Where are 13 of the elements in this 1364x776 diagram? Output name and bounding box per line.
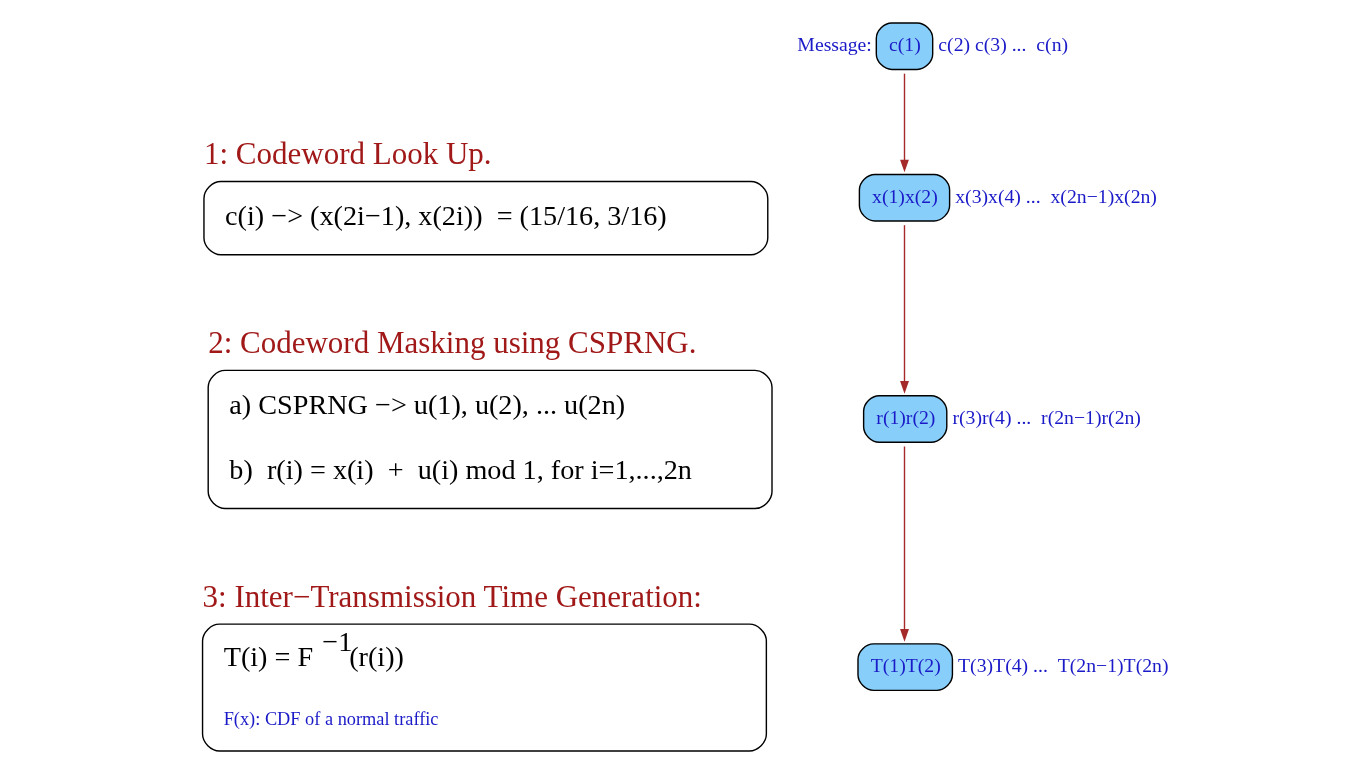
node-box: a) CSPRNG −> u(1), u(2), ... u(2n) b) r(i) = x(i) + u(i) mod 1, for i=1,...,2n xyxy=(207,369,773,510)
node-label: r(3)r(4) ... r(2n−1)r(2n) xyxy=(951,406,1141,429)
node-label: T(3)T(4) ... T(2n−1)T(2n) xyxy=(957,654,1168,677)
arrow xyxy=(899,445,909,642)
node-label: 3: Inter−Transmission Time Generation: xyxy=(202,578,702,614)
arrow xyxy=(899,72,909,173)
node-label: 1: Codeword Look Up. xyxy=(203,136,492,172)
node-label: c(2) c(3) ... c(n) xyxy=(937,33,1068,56)
arrow xyxy=(899,224,909,394)
node-box: c(i) −> (x(2i−1), x(2i)) = (15/16, 3/16) xyxy=(202,180,768,256)
node-label: Message: xyxy=(796,33,872,56)
node-label: x(3)x(4) ... x(2n−1)x(2n) xyxy=(954,184,1157,207)
node-label: 2: Codeword Masking using CSPRNG. xyxy=(207,324,696,360)
